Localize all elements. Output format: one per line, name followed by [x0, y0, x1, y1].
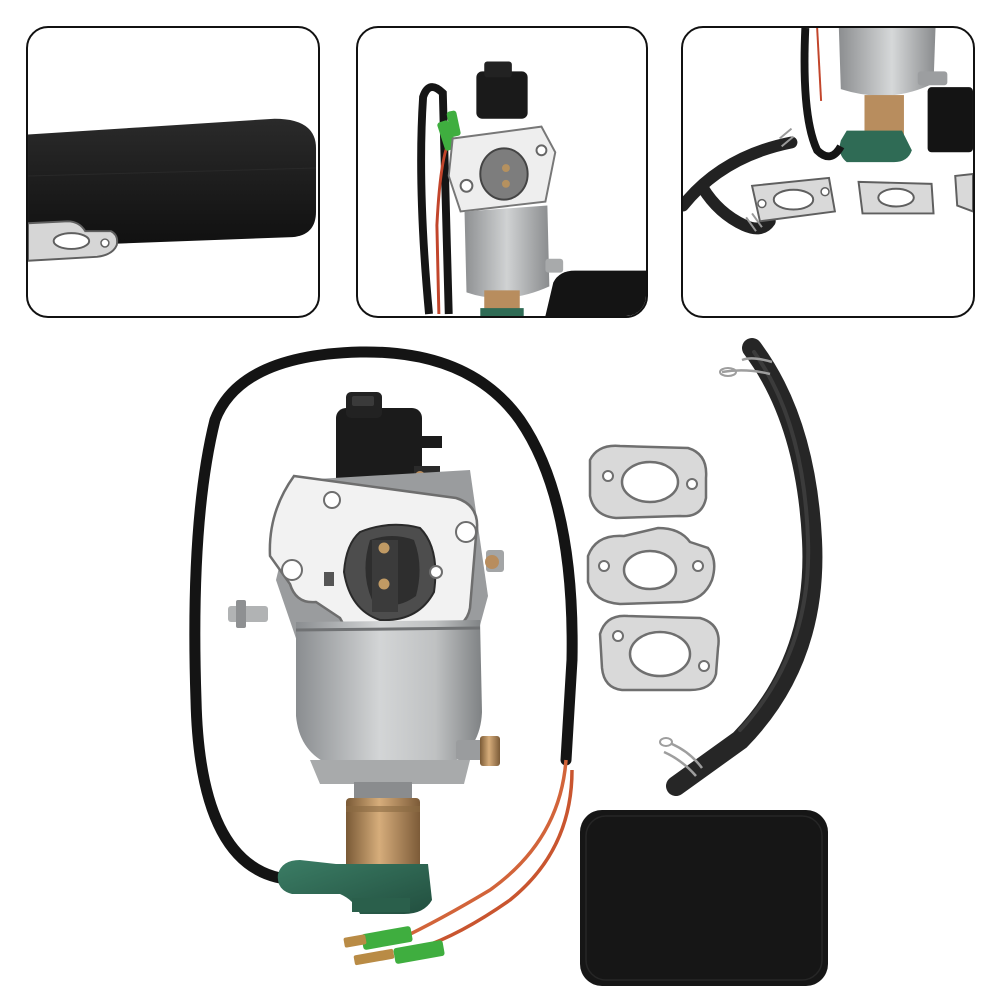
thumbnail-foam-filter[interactable]: [26, 26, 320, 318]
thumbnail-hose-gaskets[interactable]: [681, 26, 975, 318]
foam-filter-closeup-image: [28, 118, 317, 262]
float-bowl: [295, 620, 500, 784]
vent-nipple: [228, 600, 268, 628]
solenoid-rubber-boot: [277, 860, 432, 914]
gasket-right: [857, 180, 935, 215]
air-filter-foam-pad: [580, 810, 828, 986]
gasket-left: [750, 176, 837, 223]
connector-1: [343, 926, 413, 950]
lead-wire-1: [397, 759, 568, 942]
mounting-gasket-3: [598, 614, 720, 692]
carburetor-mounting-plate: [268, 474, 479, 642]
main-product-photo: [0, 330, 1001, 1001]
carburetor-kit-image: [189, 338, 828, 986]
foam-pad: [28, 118, 317, 247]
hose-clamp-bottom: [659, 737, 703, 777]
carburetor-closeup-image: [417, 61, 646, 316]
solenoid-wire-loop: [189, 346, 578, 886]
mounting-gasket-1: [588, 444, 708, 520]
fuel-shutoff-solenoid: [346, 782, 420, 874]
hose-clamp-top: [719, 357, 773, 377]
lead-wire-2: [419, 769, 574, 950]
mounting-gasket-2: [586, 526, 716, 606]
gasket-piece: [28, 220, 119, 262]
connector-2: [353, 940, 445, 966]
hose-gaskets-closeup-image: [683, 28, 973, 235]
thumbnail-carburetor[interactable]: [356, 26, 648, 318]
